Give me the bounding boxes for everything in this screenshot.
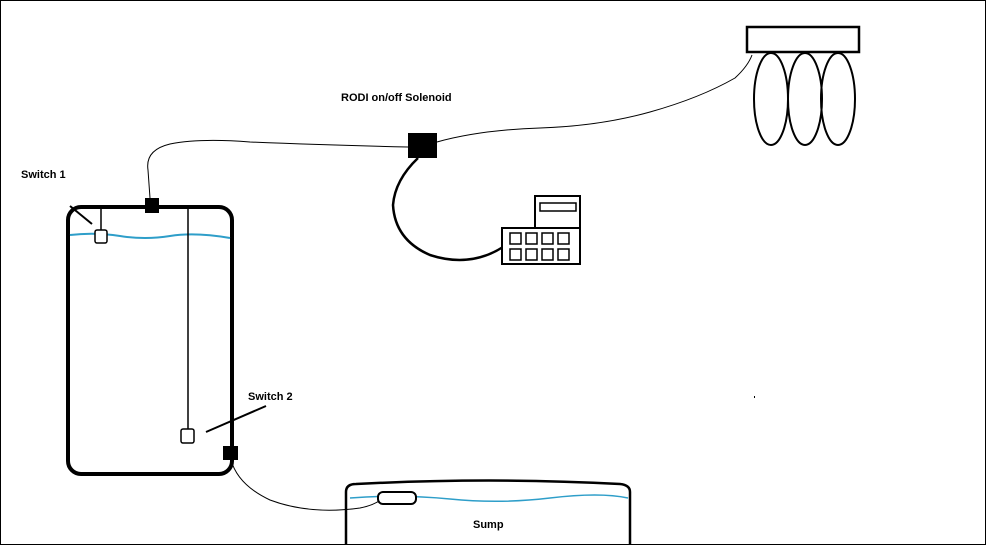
switch-2-float	[180, 208, 195, 444]
controller-keypad-icon	[501, 195, 581, 265]
sump-tank	[344, 479, 632, 545]
rodi-filter-canisters-icon	[745, 25, 861, 146]
tube-solenoid-to-rodi	[436, 54, 753, 143]
label-switch-1: Switch 1	[21, 169, 66, 181]
switch-2-pointer	[205, 405, 267, 433]
reservoir-outline	[66, 205, 234, 476]
reservoir-tank	[66, 205, 234, 476]
tube-reservoir-to-sump	[230, 459, 384, 511]
reservoir-top-fitting	[145, 198, 159, 213]
solenoid-valve	[408, 133, 437, 158]
label-switch-2: Switch 2	[248, 391, 293, 403]
reservoir-drain-fitting	[223, 446, 238, 460]
reservoir-water-line	[69, 232, 231, 239]
stray-dot	[754, 396, 755, 398]
sump-float-switch	[377, 491, 417, 505]
switch-1-pointer	[69, 205, 93, 225]
label-solenoid: RODI on/off Solenoid	[341, 92, 452, 104]
label-sump: Sump	[473, 519, 504, 531]
tube-tank-to-solenoid	[147, 139, 409, 199]
solenoid-control-cable	[391, 157, 504, 262]
switch-1-float	[94, 208, 108, 244]
